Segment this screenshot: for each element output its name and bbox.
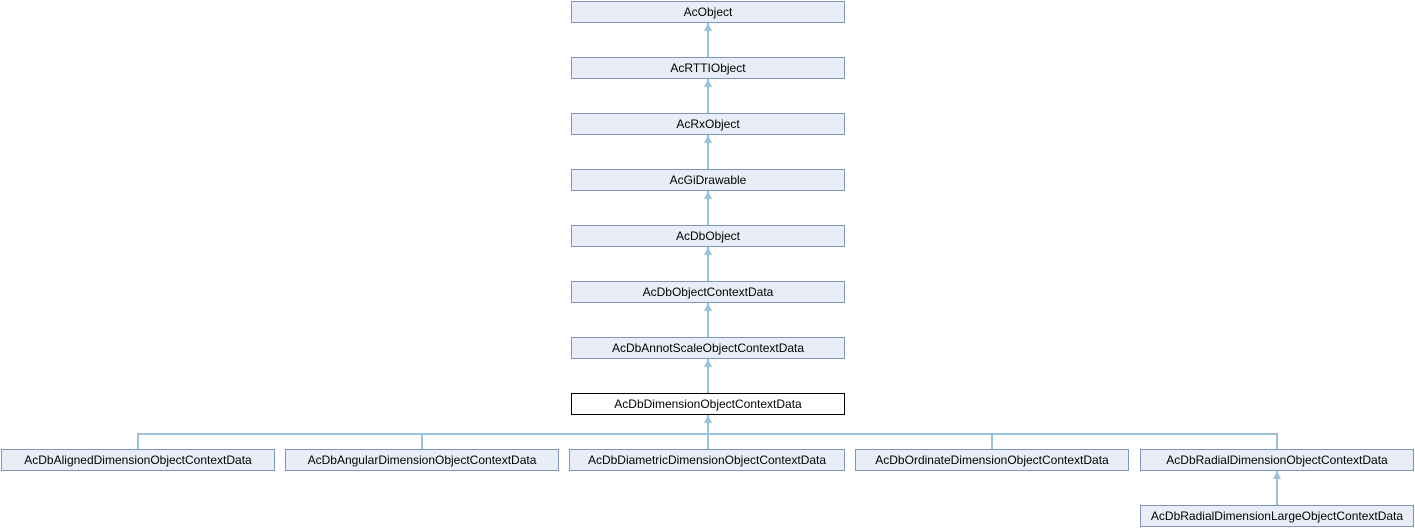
class-node-acdbdimensionobjectcontextdata-current: AcDbDimensionObjectContextData [571,393,845,415]
class-node-acdbaligneddimensionobjectcontextdata[interactable]: AcDbAlignedDimensionObjectContextData [1,449,275,471]
inheritance-edge [707,191,709,225]
class-node-acdbannotscaleobjectcontextdata[interactable]: AcDbAnnotScaleObjectContextData [571,337,845,359]
inheritance-edge [707,415,709,433]
class-node-acdbobject[interactable]: AcDbObject [571,225,845,247]
class-node-acdbangulardimensionobjectcontextdata[interactable]: AcDbAngularDimensionObjectContextData [285,449,559,471]
inheritance-edge [707,433,709,449]
inheritance-arrowhead [703,359,712,367]
inheritance-edge [707,359,709,393]
inheritance-edge [421,433,423,449]
inheritance-arrowhead [703,79,712,87]
inheritance-arrowhead [703,247,712,255]
inheritance-arrowhead [703,135,712,143]
inheritance-arrowhead [703,303,712,311]
inheritance-arrowhead [1272,471,1281,479]
class-node-acdbordinatedimensionobjectcontextdata[interactable]: AcDbOrdinateDimensionObjectContextData [855,449,1129,471]
class-node-acrttiobject[interactable]: AcRTTIObject [571,57,845,79]
class-node-acrxobject[interactable]: AcRxObject [571,113,845,135]
inheritance-edge [707,79,709,113]
inheritance-edge [707,247,709,281]
inheritance-edge [991,433,993,449]
inheritance-edge [707,23,709,57]
inheritance-edge [137,433,139,449]
inheritance-arrowhead [703,23,712,31]
inheritance-edge [707,135,709,169]
inheritance-edge [1276,433,1278,449]
inheritance-edge [707,303,709,337]
inheritance-edge [1276,471,1278,505]
inheritance-arrowhead [703,191,712,199]
class-node-acdbobjectcontextdata[interactable]: AcDbObjectContextData [571,281,845,303]
class-node-acdbdiametricdimensionobjectcontextdata[interactable]: AcDbDiametricDimensionObjectContextData [569,449,845,471]
inheritance-arrowhead [703,415,712,423]
class-node-acdbradialdimensionlargeobjectcontextdata[interactable]: AcDbRadialDimensionLargeObjectContextDat… [1140,505,1414,527]
class-node-acgidrawable[interactable]: AcGiDrawable [571,169,845,191]
class-node-acobject[interactable]: AcObject [571,1,845,23]
class-node-acdbradialdimensionobjectcontextdata[interactable]: AcDbRadialDimensionObjectContextData [1140,449,1414,471]
